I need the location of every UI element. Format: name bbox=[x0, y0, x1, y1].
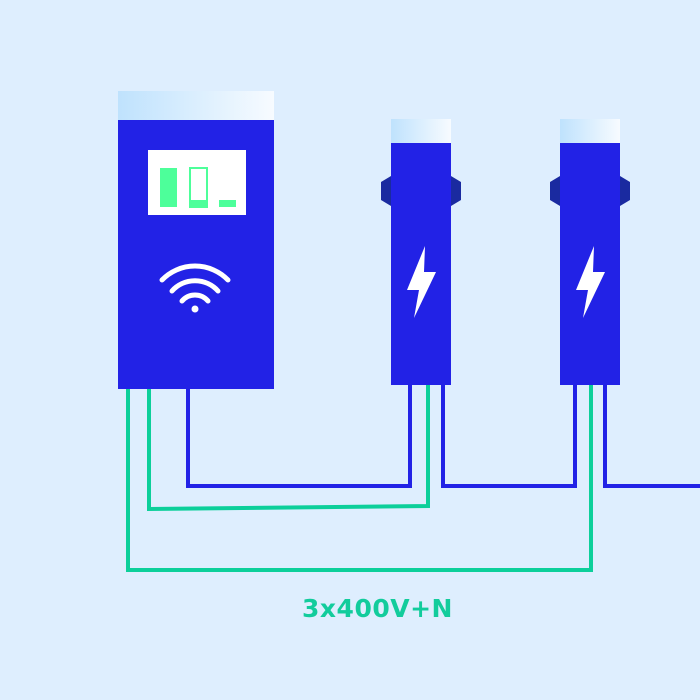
phase-wire-inner bbox=[147, 384, 430, 512]
charger-2 bbox=[550, 119, 630, 385]
charger-1 bbox=[381, 119, 461, 385]
data-wire-1 bbox=[186, 384, 412, 488]
controller-unit bbox=[118, 91, 274, 389]
phase-wire-outer bbox=[126, 384, 593, 572]
data-wire-2 bbox=[441, 384, 577, 488]
supply-label: 3x400V+N bbox=[302, 594, 453, 623]
lightning-icon bbox=[576, 246, 605, 318]
wifi-icon bbox=[159, 263, 231, 313]
lightning-icon bbox=[407, 246, 436, 318]
bar-chart-icon bbox=[160, 167, 236, 208]
data-wire-3 bbox=[603, 384, 700, 488]
